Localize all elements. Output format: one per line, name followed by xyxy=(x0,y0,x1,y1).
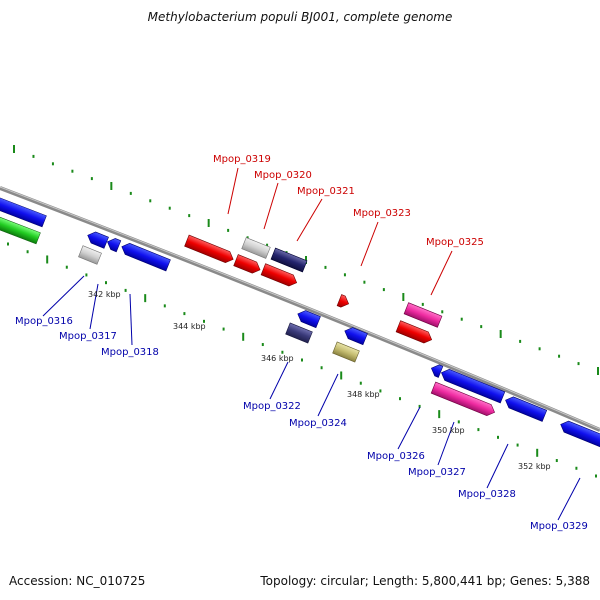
leader-line xyxy=(227,167,239,215)
gene-glyph-mpop_0322[interactable] xyxy=(285,322,313,344)
gene-glyph-mpop_0324[interactable] xyxy=(343,325,368,346)
leader-line xyxy=(437,421,455,466)
scale-label: 350 kbp xyxy=(432,426,465,435)
gene-glyph-mpop_0323[interactable] xyxy=(336,294,351,310)
gene-glyph-mpop_0322[interactable] xyxy=(296,308,321,329)
gene-label-mpop_0326[interactable]: Mpop_0326 xyxy=(367,451,425,462)
scale-label: 346 kbp xyxy=(261,354,294,363)
gene-glyph-mpop_0317[interactable] xyxy=(105,236,122,253)
gene-unlabeled-green xyxy=(0,208,41,245)
genome-backbone-highlight xyxy=(0,186,600,430)
scale-label: 342 kbp xyxy=(88,290,121,299)
leader-line xyxy=(317,373,339,417)
leader-line xyxy=(269,361,289,400)
gene-label-mpop_0322[interactable]: Mpop_0322 xyxy=(243,401,301,412)
leader-line xyxy=(557,477,581,521)
gene-glyph-mpop_0321[interactable] xyxy=(270,247,308,273)
leader-line xyxy=(360,221,379,267)
gene-label-mpop_0320[interactable]: Mpop_0320 xyxy=(254,170,312,181)
leader-line xyxy=(129,293,133,346)
gene-label-mpop_0316[interactable]: Mpop_0316 xyxy=(15,316,73,327)
leader-line xyxy=(42,275,85,317)
gene-label-mpop_0329[interactable]: Mpop_0329 xyxy=(530,521,588,532)
gene-unlabeled-blue xyxy=(0,191,47,228)
gene-glyph-mpop_0320[interactable] xyxy=(241,237,271,259)
gene-label-mpop_0328[interactable]: Mpop_0328 xyxy=(458,489,516,500)
gene-glyph-mpop_0328[interactable] xyxy=(503,395,548,422)
gene-label-mpop_0327[interactable]: Mpop_0327 xyxy=(408,467,466,478)
leader-line xyxy=(89,283,99,330)
gene-glyph-mpop_0316[interactable] xyxy=(85,230,109,249)
gene-label-mpop_0325[interactable]: Mpop_0325 xyxy=(426,237,484,248)
gene-label-mpop_0324[interactable]: Mpop_0324 xyxy=(289,418,347,429)
gene-glyph-mpop_0318[interactable] xyxy=(120,241,171,272)
scale-label: 344 kbp xyxy=(173,322,206,331)
gene-glyph-mpop_0326[interactable] xyxy=(429,363,444,378)
gene-glyph-mpop_0324[interactable] xyxy=(332,341,360,363)
map-title: Methylobacterium populi BJ001, complete … xyxy=(147,10,453,24)
gene-glyph-mpop_0325[interactable] xyxy=(395,320,434,346)
scale-label: 348 kbp xyxy=(347,390,380,399)
gene-glyph-mpop_0320[interactable] xyxy=(260,263,299,289)
gene-glyph-mpop_0325[interactable] xyxy=(403,302,443,328)
gene-label-mpop_0321[interactable]: Mpop_0321 xyxy=(297,186,355,197)
accession-text: Accession: NC_010725 xyxy=(9,574,146,588)
scale-label: 352 kbp xyxy=(518,462,551,471)
genome-backbone xyxy=(0,186,600,432)
leader-line xyxy=(430,250,453,296)
gene-label-mpop_0319[interactable]: Mpop_0319 xyxy=(213,154,271,165)
gene-glyph-mpop_0326[interactable] xyxy=(439,367,506,404)
gene-label-mpop_0318[interactable]: Mpop_0318 xyxy=(101,347,159,358)
genome-summary-text: Topology: circular; Length: 5,800,441 bp… xyxy=(260,574,590,588)
leader-line xyxy=(263,182,279,230)
leader-line xyxy=(397,406,421,450)
tick-rows xyxy=(7,145,599,478)
gene-glyph-mpop_0319[interactable] xyxy=(233,254,263,276)
gene-label-mpop_0317[interactable]: Mpop_0317 xyxy=(59,331,117,342)
leader-line xyxy=(296,198,323,242)
gene-glyph-mpop_0327[interactable] xyxy=(430,381,497,418)
gene-glyph-mpop_0317[interactable] xyxy=(78,245,102,265)
scale-labels: 342 kbp 344 kbp 346 kbp 348 kbp 350 kbp 352 k… xyxy=(88,290,551,471)
gene-features xyxy=(78,230,600,448)
gene-glyph-mpop_0329[interactable] xyxy=(558,419,600,448)
gene-label-mpop_0323[interactable]: Mpop_0323 xyxy=(353,208,411,219)
leader-line xyxy=(486,443,509,489)
gene-glyph-mpop_0319[interactable] xyxy=(184,234,236,265)
